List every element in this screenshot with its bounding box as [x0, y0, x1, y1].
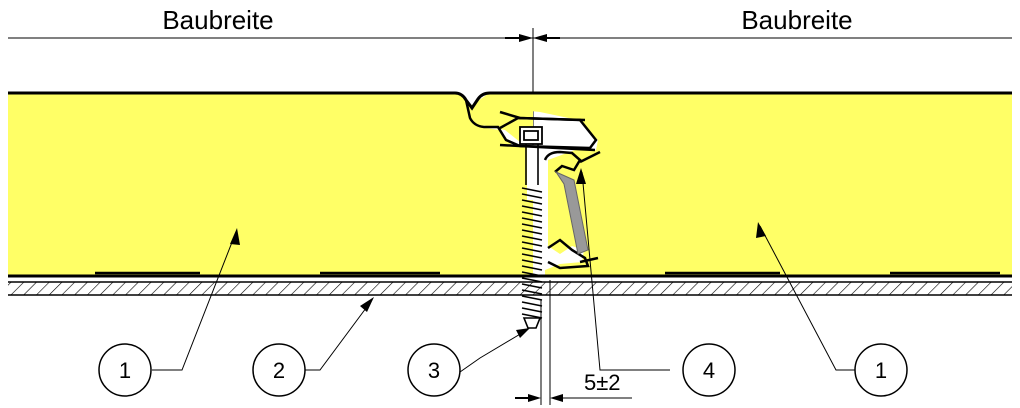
- width-label-left: Baubreite: [162, 5, 273, 35]
- clip-bracket: [554, 170, 589, 255]
- groove-profile: [543, 150, 601, 270]
- callout-4: 4: [682, 343, 736, 397]
- leader-lines: [152, 171, 860, 373]
- gap-label: 5±2: [584, 370, 621, 395]
- callout-1-left: 1: [98, 343, 152, 397]
- callout-1-right: 1: [854, 343, 908, 397]
- substructure-beam: [8, 281, 1012, 296]
- svg-text:2: 2: [273, 358, 285, 383]
- svg-text:3: 3: [428, 358, 440, 383]
- tongue-profile: [464, 99, 598, 152]
- width-dimension-line: [8, 28, 1012, 145]
- panel-skins: [8, 91, 1012, 278]
- callout-3: 3: [407, 343, 461, 397]
- screw-head: [519, 126, 543, 145]
- width-label-right: Baubreite: [741, 5, 852, 35]
- svg-text:4: 4: [703, 358, 715, 383]
- self-drilling-screw: [521, 144, 543, 329]
- svg-text:1: 1: [875, 358, 887, 383]
- gap-dimension: [515, 280, 632, 405]
- svg-text:1: 1: [119, 358, 131, 383]
- leader-arrowheads: [230, 168, 766, 338]
- callout-2: 2: [252, 343, 306, 397]
